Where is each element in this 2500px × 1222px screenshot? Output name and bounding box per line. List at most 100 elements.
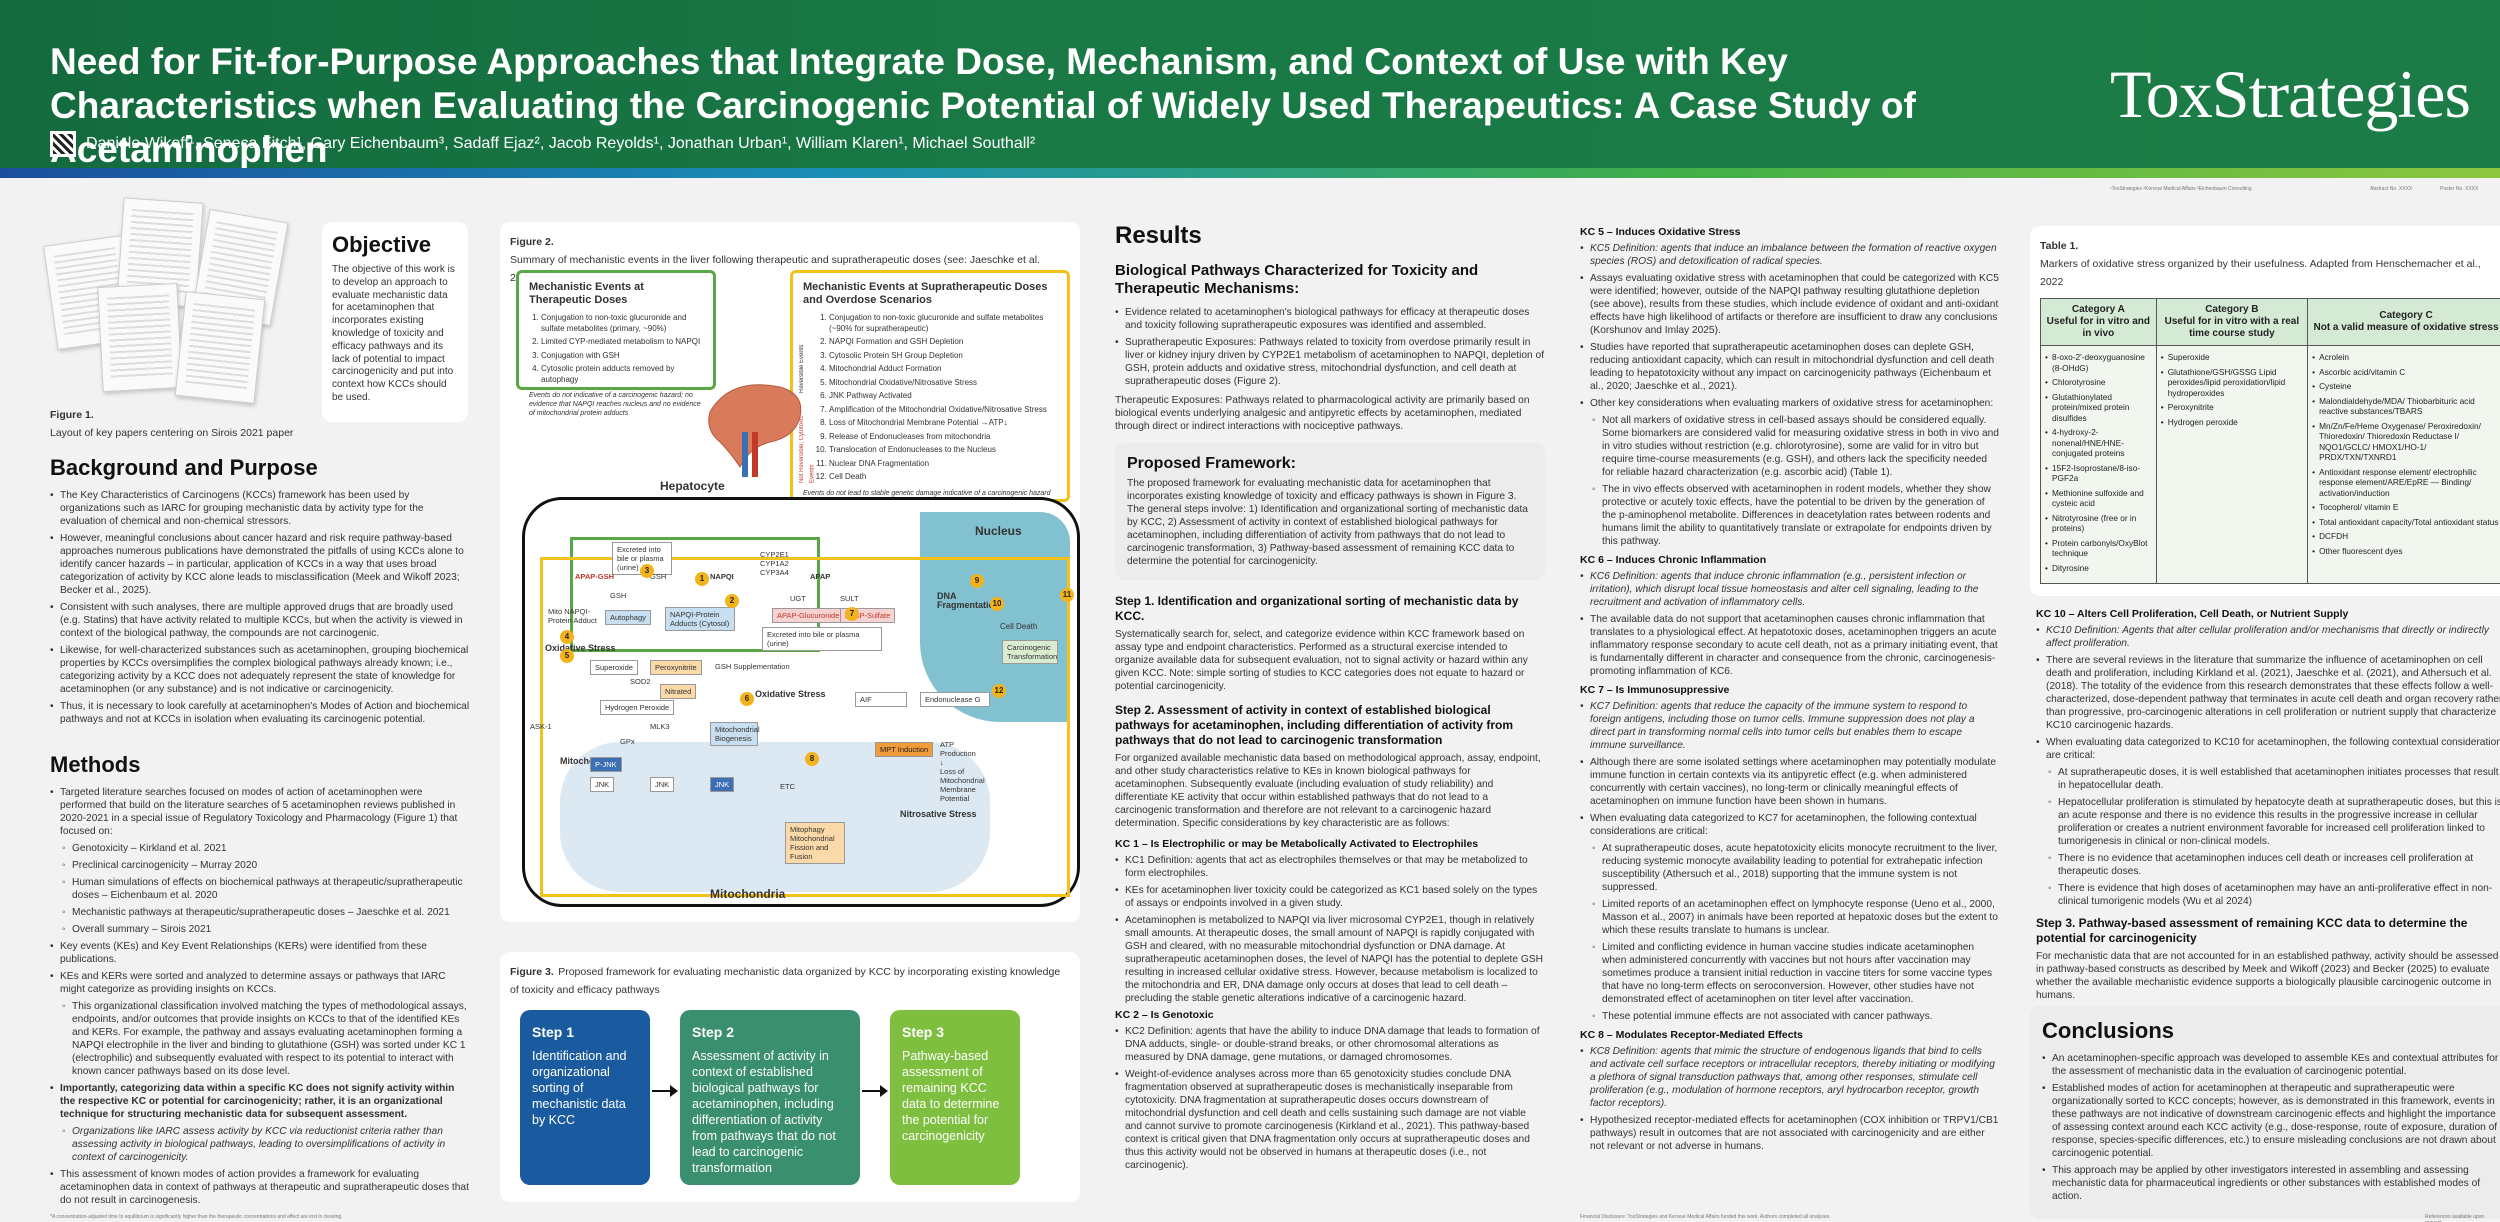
kc10-bullet: There is evidence that high doses of ace… — [2048, 882, 2500, 908]
framework-step2: Step 2 Assessment of activity in context… — [680, 1010, 860, 1185]
kc7-heading: KC 7 – Is Immunosuppressive — [1580, 684, 1730, 696]
objective-card: Objective The objective of this work is … — [322, 222, 468, 422]
apap-gsh-label: APAP-GSH — [575, 572, 615, 581]
aif-box: AIF — [855, 692, 907, 707]
table-cell-cat-c: Total antioxidant capacity/Total antioxi… — [2312, 517, 2500, 528]
kc2-bullet: KC2 Definition: agents that have the abi… — [1115, 1025, 1545, 1064]
methods-bullet: KEs and KERs were sorted and analyzed to… — [50, 970, 470, 996]
background-bullets: The Key Characteristics of Carcinogens (… — [50, 489, 470, 726]
step1-title: Step 1 — [532, 1024, 575, 1040]
kc7-bullet: When evaluating data categorized to KC7 … — [1580, 812, 2000, 838]
nucleus-label: Nucleus — [975, 524, 1022, 538]
background-section: Background and Purpose The Key Character… — [50, 455, 470, 730]
table-cell-cat-a: Protein carbonyls/OxyBlot technique — [2045, 538, 2152, 559]
kc8-heading: KC 8 – Modulates Receptor-Mediated Effec… — [1580, 1029, 1803, 1041]
supratherapeutic-events-list: Conjugation to non-toxic glucuronide and… — [803, 313, 1057, 483]
event-number-marker: 2 — [725, 594, 739, 608]
apap-glucuronide-box: APAP-Glucuronide — [772, 608, 845, 623]
endonuclease-g-box: Endonuclease G — [920, 692, 990, 707]
background-heading: Background and Purpose — [50, 455, 318, 480]
figure3-label: Figure 3. — [510, 966, 554, 978]
kc8-bullets: KC8 Definition: agents that mimic the st… — [1580, 1045, 2000, 1153]
qr-code-icon[interactable] — [50, 131, 76, 157]
kc7-bullet: KC7 Definition: agents that reduce the c… — [1580, 700, 2000, 752]
step1-heading: Step 1. Identification and organizationa… — [1115, 594, 1519, 623]
framework-step3: Step 3 Pathway-based assessment of remai… — [890, 1010, 1020, 1185]
event-number-marker: 10 — [990, 597, 1004, 611]
cyp-enzymes-label: CYP2E1 CYP1A2 CYP3A4 — [760, 550, 789, 577]
objective-text: The objective of this work is to develop… — [332, 264, 455, 403]
conclusion-bullet: Established modes of action for acetamin… — [2042, 1082, 2500, 1160]
methods-bullet: Preclinical carcinogenicity – Murray 202… — [62, 859, 470, 872]
table-col-a: 8-oxo-2'-deoxyguanosine (8-OHdG)Chloroty… — [2040, 345, 2157, 584]
kc7-bullet: These potential immune effects are not a… — [1592, 1010, 2000, 1023]
therapeutic-events-box: Mechanistic Events at Therapeutic Doses … — [516, 270, 716, 417]
methods-bullets: Targeted literature searches focused on … — [50, 786, 470, 1207]
peroxynitrite-box: Peroxynitrite — [650, 660, 702, 675]
therapeutic-events-heading: Mechanistic Events at Therapeutic Doses — [529, 281, 644, 306]
table-cell-cat-c: Tocopherol/ vitamin E — [2312, 502, 2500, 513]
table-cell-cat-a: Nitrotyrosine (free or in proteins) — [2045, 513, 2152, 534]
apap-label: APAP — [810, 572, 831, 581]
kc5-heading: KC 5 – Induces Oxidative Stress — [1580, 226, 1741, 238]
kc6-bullet: KC6 Definition: agents that induce chron… — [1580, 570, 2000, 609]
atp-production-label: ATP Production ↓ — [940, 740, 976, 767]
step3-title: Step 3 — [902, 1024, 945, 1040]
table-cell-cat-a: Dityrosine — [2045, 563, 2152, 574]
jnk-box-3: JNK — [710, 777, 735, 792]
event-number-marker: 11 — [1060, 588, 1074, 602]
background-bullet: The Key Characteristics of Carcinogens (… — [50, 489, 470, 528]
oxidative-stress-label-2: Oxidative Stress — [755, 689, 826, 699]
table1-label: Table 1. — [2040, 240, 2079, 252]
kc5-bullet: Studies have reported that supratherapeu… — [1580, 341, 2000, 393]
kc8-bullet: Hypothesized receptor-mediated effects f… — [1580, 1114, 2000, 1153]
objective-heading: Objective — [332, 232, 432, 257]
supratherapeutic-event: Mitochondrial Adduct Formation — [829, 364, 1057, 375]
results-bullet: Supratherapeutic Exposures: Pathways rel… — [1115, 336, 1545, 388]
methods-footnote: *A concentration-adjusted time to equili… — [50, 1214, 343, 1220]
conclusions-bullets: An acetaminophen-specific approach was d… — [2042, 1052, 2500, 1203]
header-color-stripe — [0, 168, 2500, 178]
results-column: Results Biological Pathways Characterize… — [1115, 222, 1545, 1176]
methods-bullet: Genotoxicity – Kirkland et al. 2021 — [62, 842, 470, 855]
ugt-label: UGT — [790, 594, 806, 603]
nitrosative-stress-label: Nitrosative Stress — [900, 809, 977, 819]
methods-bullet: Overall summary – Sirois 2021 — [62, 923, 470, 936]
kc5-bullet: Not all markers of oxidative stress in c… — [1592, 414, 2000, 479]
table-cell-cat-c: Malondialdehyde/MDA/ Thiobarbituric acid… — [2312, 396, 2500, 417]
kc2-bullet: Weight-of-evidence analyses across more … — [1115, 1068, 1545, 1172]
gsh-depletion-label: GSH — [610, 591, 627, 600]
ask1-label: ASK-1 — [530, 722, 552, 731]
table-cell-cat-a: 4-hydroxy-2-nonenal/HNE/HNE-conjugated p… — [2045, 427, 2152, 459]
step3-heading: Step 3. Pathway-based assessment of rema… — [2036, 916, 2468, 945]
kc6-bullet: The available data do not support that a… — [1580, 613, 2000, 678]
kc6-heading: KC 6 – Induces Chronic Inflammation — [1580, 554, 1767, 566]
kc-column: KC 5 – Induces Oxidative Stress KC5 Defi… — [1580, 226, 2000, 1157]
supratherapeutic-event: Release of Endonucleases from mitochondr… — [829, 432, 1057, 443]
methods-bullet: Organizations like IARC assess activity … — [62, 1125, 470, 1164]
kc5-bullet: Other key considerations when evaluating… — [1580, 397, 2000, 410]
event-number-marker: 6 — [740, 692, 754, 706]
table-cell-cat-a: Methionine sulfoxide and cysteic acid — [2045, 488, 2152, 509]
mito-napqi-adduct-label: Mito NAPQI-Protein Adduct — [548, 607, 597, 625]
supratherapeutic-event: JNK Pathway Activated — [829, 391, 1057, 402]
kc7-bullet: Although there are some isolated setting… — [1580, 756, 2000, 808]
kc10-bullet: KC10 Definition: Agents that alter cellu… — [2036, 624, 2500, 650]
step2-title: Step 2 — [692, 1024, 735, 1040]
kc1-bullets: KC1 Definition: agents that act as elect… — [1115, 854, 1545, 1005]
step1-text: Identification and organizational sortin… — [532, 1049, 627, 1127]
figure1-papers-image — [30, 197, 320, 405]
references-note: References available upon request — [2425, 1214, 2485, 1222]
supratherapeutic-pathway-frame — [540, 557, 1070, 897]
kc10-bullet: There are several reviews in the literat… — [2036, 654, 2500, 732]
jnk-box-1: JNK — [590, 777, 615, 792]
table-cell-cat-c: DCFDH — [2312, 531, 2500, 542]
cell-death-label: Cell Death — [1000, 622, 1038, 631]
table-col-b: SuperoxideGlutathione/GSH/GSSG Lipid per… — [2155, 345, 2309, 584]
loss-mmp-label: Loss of Mitochondrial Membrane Potential — [940, 767, 985, 803]
abstract-number: Abstract No. XXXX — [2370, 186, 2413, 192]
therapeutic-events-list: Conjugation to non-toxic glucuronide and… — [529, 313, 703, 385]
proposed-framework-text: The proposed framework for evaluating me… — [1127, 478, 1528, 567]
kc7-bullets: KC7 Definition: agents that reduce the c… — [1580, 700, 2000, 1023]
